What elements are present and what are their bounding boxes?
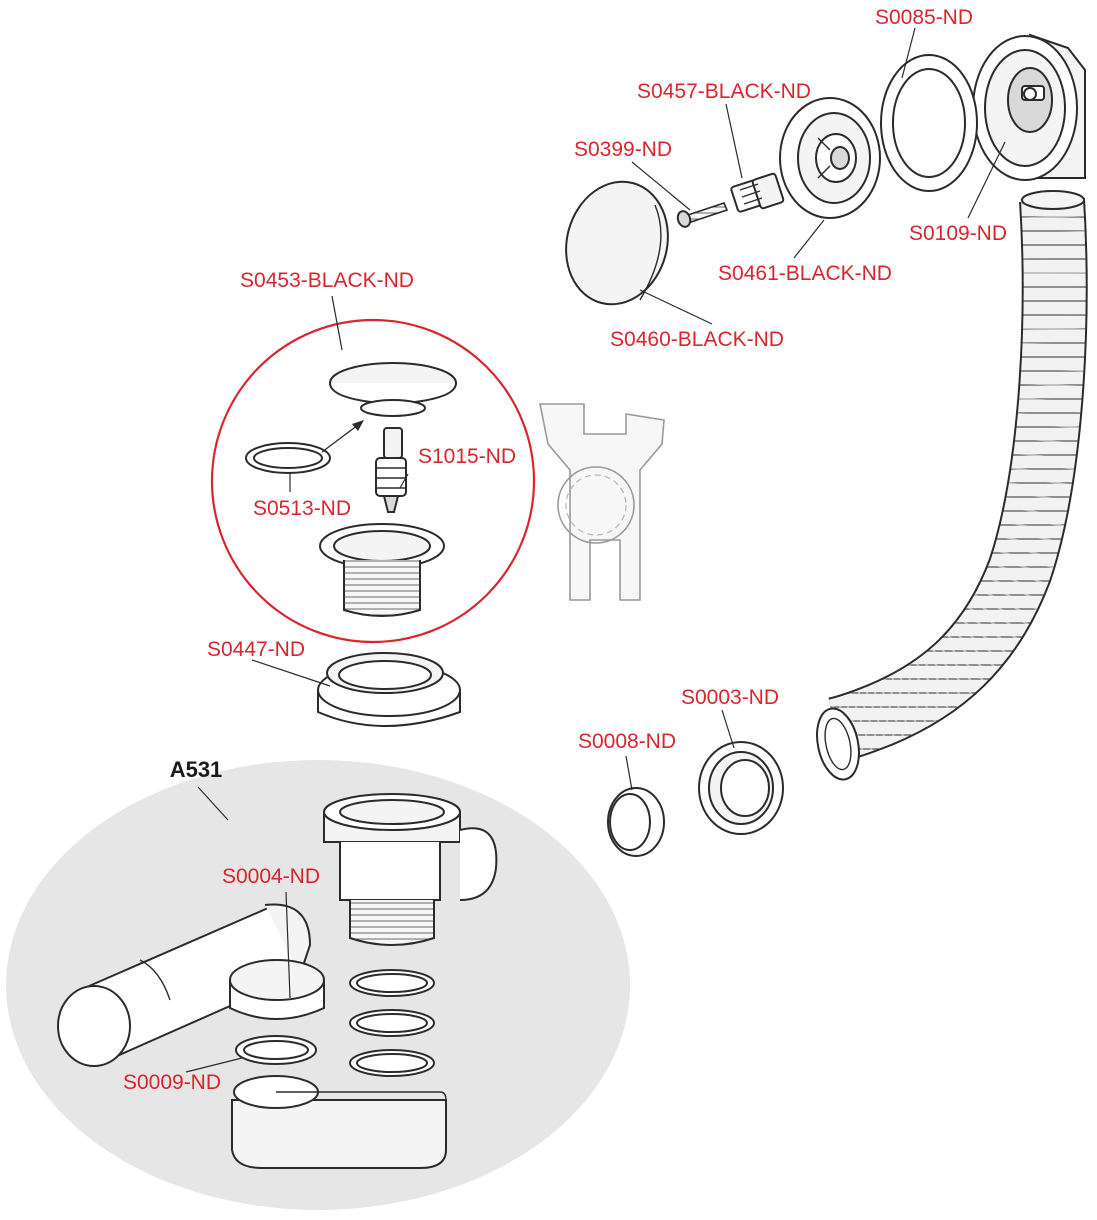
seal-ring-s0513 bbox=[245, 442, 331, 474]
threaded-stud-s0457 bbox=[730, 172, 785, 213]
screw-s0399 bbox=[676, 202, 729, 228]
gasket-s0085 bbox=[880, 54, 978, 192]
part-labels: S0085-ND S0457-BLACK-ND S0399-ND S0109-N… bbox=[123, 6, 1007, 1094]
ring-s0008 bbox=[607, 787, 665, 857]
ring-s0009 bbox=[235, 1035, 317, 1065]
label-s0003: S0003-ND bbox=[681, 686, 779, 709]
plug-cap-s0453 bbox=[329, 362, 457, 417]
label-s0399: S0399-ND bbox=[574, 138, 672, 161]
siphon-trap-base bbox=[231, 1075, 447, 1169]
label-s0109: S0109-ND bbox=[909, 222, 1007, 245]
cartridge-s1015 bbox=[375, 427, 407, 513]
nut-s0003 bbox=[698, 741, 784, 835]
label-s0447: S0447-ND bbox=[207, 638, 305, 661]
label-s0453: S0453-BLACK-ND bbox=[240, 269, 414, 292]
label-s0513: S0513-ND bbox=[253, 497, 351, 520]
assembly-arrow bbox=[321, 420, 364, 453]
gasket-s0447 bbox=[317, 652, 461, 727]
overflow-body-s0461 bbox=[779, 97, 881, 219]
cover-cap-s0460 bbox=[565, 180, 669, 306]
siphon-head bbox=[323, 793, 498, 946]
label-s0457: S0457-BLACK-ND bbox=[637, 80, 811, 103]
o-rings bbox=[349, 969, 435, 1077]
label-s0004: S0004-ND bbox=[222, 865, 320, 888]
label-s0008: S0008-ND bbox=[578, 730, 676, 753]
label-s0461: S0461-BLACK-ND bbox=[718, 262, 892, 285]
siphon-nut-s0004 bbox=[229, 959, 325, 1020]
label-s0009: S0009-ND bbox=[123, 1071, 221, 1094]
waste-body bbox=[319, 523, 445, 617]
s0453-callout-circle bbox=[210, 318, 536, 644]
flexible-hose bbox=[816, 190, 1088, 781]
label-s1015: S1015-ND bbox=[418, 445, 516, 468]
leader-lines bbox=[185, 27, 1006, 1073]
label-s0460: S0460-BLACK-ND bbox=[610, 328, 784, 351]
label-a531: A531 bbox=[170, 757, 223, 782]
wrench-tool bbox=[539, 403, 665, 601]
label-s0085: S0085-ND bbox=[875, 6, 973, 29]
overflow-elbow-s0109 bbox=[972, 33, 1086, 181]
